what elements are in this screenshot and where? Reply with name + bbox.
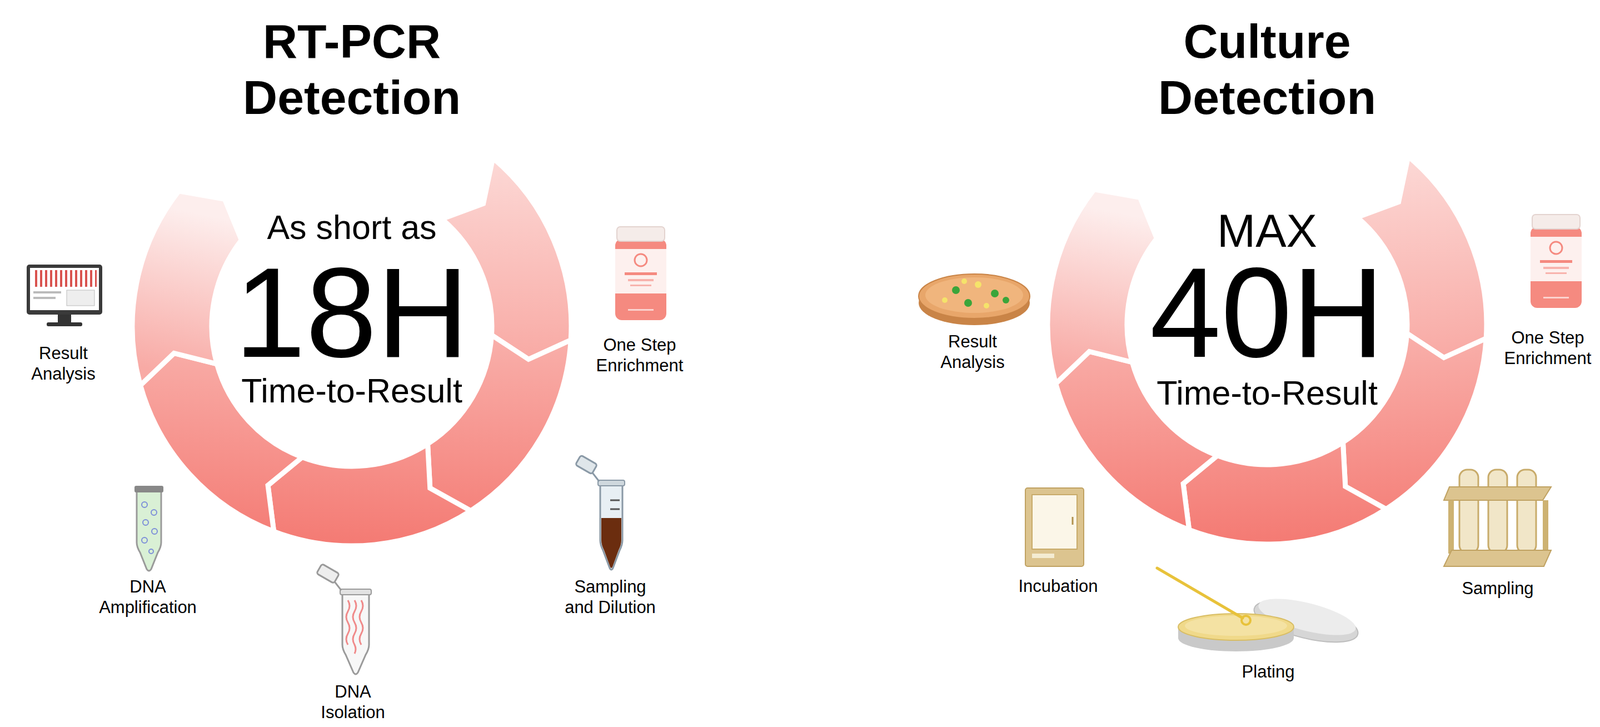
process-step: One Step Enrichment	[1500, 327, 1595, 369]
step-label: Sampling and Dilution	[562, 576, 658, 618]
monitor-icon	[26, 264, 103, 327]
ring-segment	[1047, 189, 1157, 384]
process-step: Result Analysis	[16, 342, 111, 385]
cycle-rings	[132, 156, 1487, 546]
process-step: One Step Enrichment	[592, 334, 687, 376]
step-label: Result Analysis	[16, 342, 111, 385]
step-label: DNA Isolation	[305, 681, 401, 723]
step-label: Result Analysis	[925, 331, 1020, 373]
process-step: DNA Amplification	[92, 576, 204, 618]
petri-dish-icon	[918, 273, 1030, 326]
step-label: One Step Enrichment	[592, 334, 687, 376]
step-label: Incubation	[1010, 575, 1106, 597]
step-label: Plating	[1220, 661, 1316, 682]
time-hub: Culture DetectionMAX40HTime-to-Result	[1124, 181, 1410, 468]
step-label: DNA Amplification	[92, 576, 204, 618]
time-value: 40H	[1124, 248, 1410, 377]
process-step: Incubation	[1010, 575, 1106, 597]
time-hub: RT-PCR DetectionAs short as18HTime-to-Re…	[208, 183, 495, 470]
time-value: 18H	[208, 248, 495, 377]
step-label: One Step Enrichment	[1500, 327, 1595, 369]
time-prefix: MAX	[1124, 207, 1410, 254]
amplification-tube-icon	[134, 485, 164, 571]
ring-segment	[132, 191, 242, 386]
incubator-icon	[1025, 487, 1084, 567]
section-heading: RT-PCR Detection	[196, 13, 508, 126]
enrichment-jar-icon	[615, 226, 667, 321]
process-step: Plating	[1220, 661, 1316, 682]
isolation-tube-icon	[316, 563, 372, 675]
cycle-ring	[1047, 156, 1487, 545]
process-step: DNA Isolation	[305, 681, 401, 723]
cycle-ring	[132, 157, 572, 546]
process-step: Sampling	[1450, 577, 1545, 599]
process-step: Result Analysis	[925, 331, 1020, 373]
plating-icon	[1157, 567, 1362, 652]
time-caption: Time-to-Result	[1124, 376, 1410, 411]
step-label: Sampling	[1450, 577, 1545, 599]
section-heading: Culture Detection	[1111, 13, 1423, 126]
time-prefix: As short as	[208, 210, 495, 245]
tube-rack-icon	[1443, 469, 1552, 567]
time-caption: Time-to-Result	[208, 374, 495, 408]
sampling-tube-icon	[575, 455, 625, 570]
enrichment-jar-icon	[1530, 214, 1582, 308]
process-step: Sampling and Dilution	[562, 576, 658, 618]
